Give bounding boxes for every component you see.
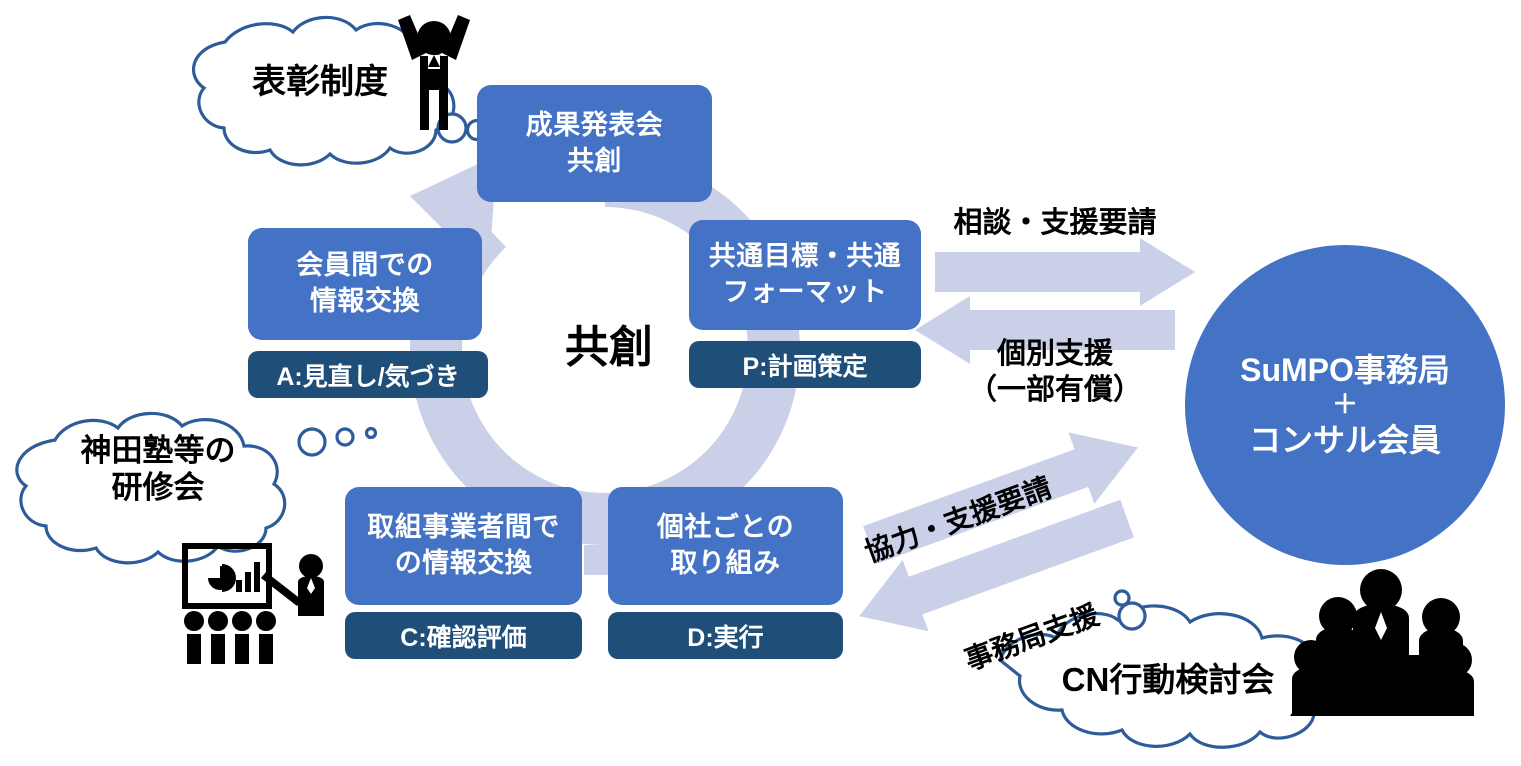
- cycle-card-check-line-2: の情報交換: [394, 548, 533, 578]
- cloud-label-cn-line-1: CN行動検討会: [1061, 661, 1275, 698]
- flow-label-cooperation-request: 協力・支援要請: [860, 451, 1107, 569]
- flow-label-cooperation-request-line-1: 協力・支援要請: [860, 471, 1056, 569]
- flow-label-consult-request-line-1: 相談・支援要請: [953, 207, 1157, 239]
- flow-label-individual-support: 個別支援 （一部有償）: [955, 336, 1155, 409]
- cycle-card-plan-line-2: フォーマット: [722, 277, 888, 307]
- presentation-audience-icon: [182, 543, 324, 664]
- flow-label-individual-support-line-1: 個別支援: [996, 338, 1113, 370]
- cycle-card-results-line-1: 成果発表会: [525, 109, 664, 140]
- cloud-label-cn: CN行動検討会: [1048, 660, 1288, 700]
- cycle-card-results[interactable]: 成果発表会 共創: [477, 85, 712, 202]
- cycle-card-results-line-2: 共創: [567, 145, 622, 176]
- page-title: 共創: [539, 320, 679, 375]
- arrow-consult-request: [935, 238, 1195, 306]
- cycle-card-check-line-1: 取組事業者間で: [367, 512, 560, 543]
- cycle-card-plan-line-1: 共通目標・共通: [708, 241, 902, 272]
- cloud-label-award: 表彰制度: [225, 62, 415, 103]
- hub-circle-line-2: ＋: [1331, 389, 1358, 420]
- hub-circle-sumpo[interactable]: SuMPO事務局 ＋ コンサル会員: [1185, 245, 1505, 565]
- cycle-card-act-line-2: 情報交換: [310, 286, 420, 316]
- meeting-people-icon: [1290, 569, 1474, 716]
- pdca-tag-p[interactable]: P:計画策定: [689, 341, 921, 388]
- flow-label-individual-support-line-2: （一部有償）: [967, 374, 1142, 407]
- cloud-label-award-line-1: 表彰制度: [252, 63, 388, 101]
- cycle-card-act[interactable]: 会員間での 情報交換: [248, 228, 482, 340]
- cycle-card-act-line-1: 会員間での: [296, 250, 434, 281]
- page-title-text: 共創: [565, 323, 653, 372]
- hub-circle-line-3: コンサル会員: [1248, 421, 1441, 458]
- cloud-label-kanda: 神田塾等の 研修会: [58, 432, 258, 506]
- pdca-tag-d[interactable]: D:実行: [608, 612, 843, 659]
- flow-label-consult-request: 相談・支援要請: [930, 205, 1180, 241]
- pdca-tag-a[interactable]: A:見直し/気づき: [248, 351, 488, 398]
- pdca-tag-c[interactable]: C:確認評価: [345, 612, 582, 659]
- cycle-card-plan[interactable]: 共通目標・共通 フォーマット: [689, 220, 921, 330]
- cycle-card-do[interactable]: 個社ごとの 取り組み: [608, 487, 843, 605]
- cycle-card-check[interactable]: 取組事業者間で の情報交換: [345, 487, 582, 605]
- cloud-label-kanda-line-2: 研修会: [111, 470, 205, 506]
- cycle-card-do-line-1: 個社ごとの: [656, 512, 795, 543]
- hub-circle-line-1: SuMPO事務局: [1240, 352, 1450, 389]
- cloud-label-kanda-line-1: 神田塾等の: [80, 433, 236, 468]
- cycle-card-do-line-2: 取り組み: [670, 548, 781, 578]
